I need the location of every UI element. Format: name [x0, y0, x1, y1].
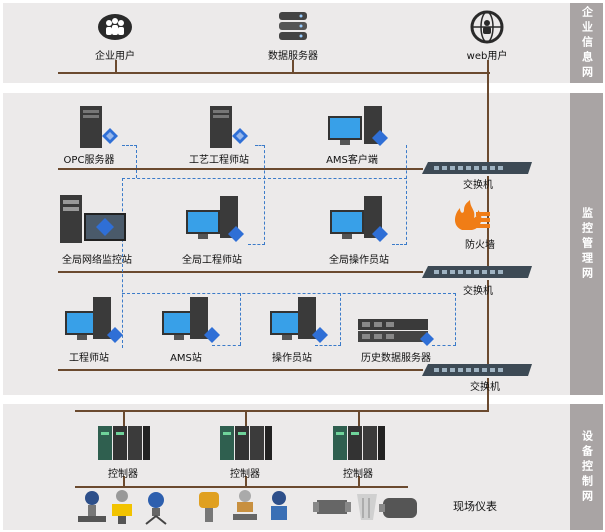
dashed-link: [248, 244, 265, 245]
workstation-icon: [330, 196, 388, 242]
field-drop-2: [245, 476, 247, 487]
rack-server-icon: [358, 319, 434, 346]
web-user-trunk: [487, 60, 489, 165]
server-tower-icon: [210, 106, 248, 148]
switch-icon: [422, 266, 532, 278]
trunk-switch1-firewall: [487, 176, 489, 271]
firewall-label: 防火墙: [465, 240, 495, 251]
field-instruments-icon: [313, 494, 417, 520]
trunk-switch2-switch3: [487, 280, 489, 370]
ams-client-label: AMS客户端: [326, 155, 378, 166]
trunk-switch3-control: [487, 378, 489, 410]
field-instruments-icon: [78, 490, 167, 525]
globe-users-icon: [470, 10, 504, 44]
web-user-label: web用户: [466, 51, 508, 62]
dashed-link: [392, 244, 407, 245]
dashed-link: [240, 293, 241, 345]
equipment-zone-label: 设备控制网: [570, 404, 603, 530]
switch-icon: [422, 364, 532, 376]
enterprise-drop-2: [292, 60, 294, 73]
enterprise-bus: [58, 72, 490, 74]
enterprise-drop-1: [115, 60, 117, 73]
workstation-icon: [65, 297, 123, 343]
users-icon: [98, 14, 132, 40]
monitor-bus-1: [58, 168, 423, 170]
controller-drop-3: [358, 410, 360, 428]
field-drop-3: [358, 476, 360, 487]
dashed-link: [455, 293, 456, 345]
controller3-label: 控制器: [343, 469, 373, 480]
dashed-link: [122, 293, 456, 294]
dashed-link: [212, 345, 241, 346]
monitor-bus-3: [58, 369, 423, 371]
dashed-link: [122, 145, 137, 146]
monitoring-workstation-icon: [60, 195, 126, 243]
switch3-label: 交换机: [470, 382, 500, 393]
firewall-icon: [455, 200, 490, 230]
dashed-link: [432, 345, 456, 346]
switch1-label: 交换机: [463, 180, 493, 191]
server-tower-icon: [80, 106, 118, 148]
global-monitor-label: 全局网络监控站: [62, 255, 132, 266]
operator-station-label: 操作员站: [272, 353, 312, 364]
dashed-link: [136, 145, 137, 178]
workstation-icon: [328, 106, 388, 146]
controller-icon: [333, 426, 385, 460]
enterprise-user-label: 企业用户: [95, 51, 135, 62]
dashed-link: [255, 145, 265, 146]
switch2-label: 交换机: [463, 286, 493, 297]
controller-drop-2: [245, 410, 247, 428]
controller2-label: 控制器: [230, 469, 260, 480]
ams-station-label: AMS站: [170, 353, 202, 364]
process-engineer-label: 工艺工程师站: [189, 155, 249, 166]
field-instruments-icon: [199, 490, 287, 522]
control-bus: [75, 410, 489, 412]
workstation-icon: [162, 297, 220, 343]
controller-icon: [98, 426, 150, 460]
enterprise-zone-label: 企业信息网: [570, 3, 603, 83]
engineer-station-label: 工程师站: [69, 353, 109, 364]
switch-icon: [422, 162, 532, 174]
global-operator-label: 全局操作员站: [329, 255, 389, 266]
controller-icon: [220, 426, 272, 460]
field-bus: [75, 486, 408, 488]
workstation-icon: [270, 297, 328, 343]
opc-server-label: OPC服务器: [63, 155, 115, 166]
dashed-link: [122, 178, 123, 348]
global-engineer-label: 全局工程师站: [182, 255, 242, 266]
monitor-bus-2: [58, 271, 423, 273]
controller-drop-1: [123, 410, 125, 428]
database-server-icon: [279, 12, 307, 40]
field-drop-1: [123, 476, 125, 487]
monitoring-zone-label: 监控管理网: [570, 93, 603, 395]
data-server-label: 数据服务器: [268, 51, 318, 62]
workstation-icon: [186, 196, 244, 242]
dashed-link: [315, 345, 341, 346]
dashed-link: [406, 145, 407, 245]
history-server-label: 历史数据服务器: [361, 353, 431, 364]
dashed-link: [340, 293, 341, 345]
field-instruments-label: 现场仪表: [453, 500, 497, 513]
dashed-link: [264, 145, 265, 245]
controller1-label: 控制器: [108, 469, 138, 480]
